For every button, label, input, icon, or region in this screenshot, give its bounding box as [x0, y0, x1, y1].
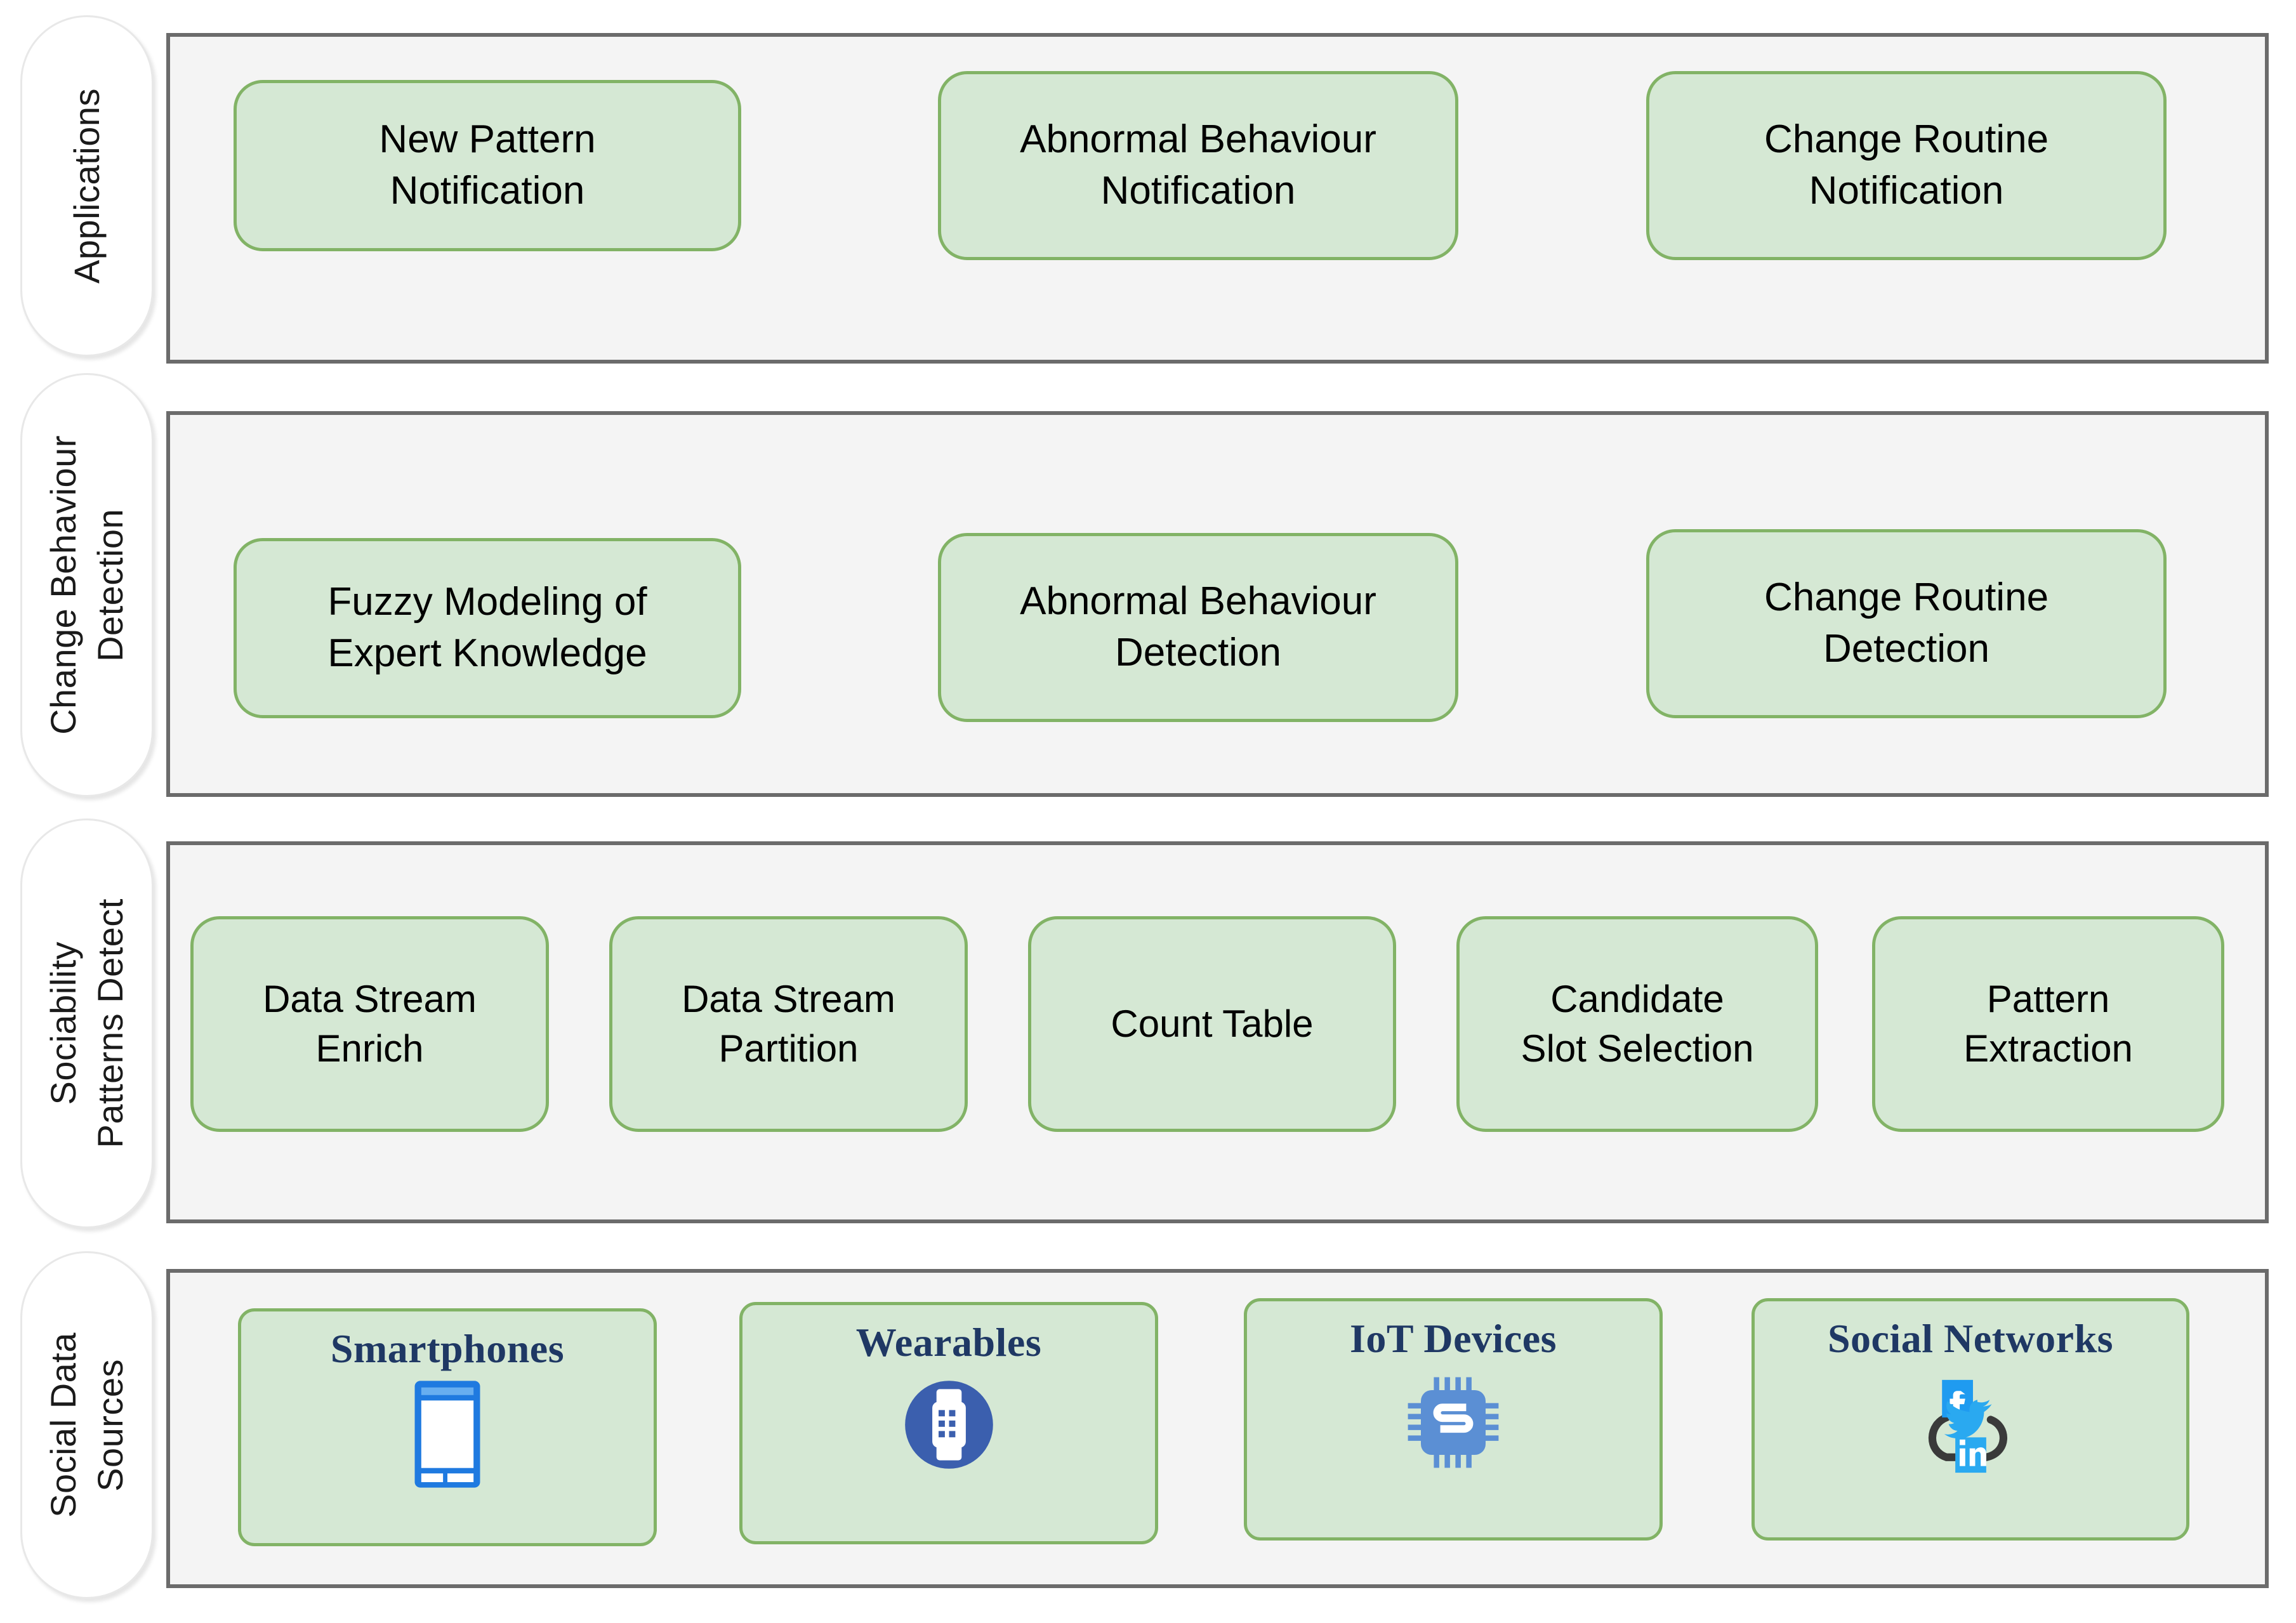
node-abnormal-behaviour-notification-label: Abnormal Behaviour Notification	[1020, 117, 1376, 213]
source-card-social-networks-title: Social Networks	[1827, 1316, 2114, 1361]
node-change-routine-detection[interactable]: Change Routine Detection	[1646, 529, 2167, 718]
node-abnormal-behaviour-notification[interactable]: Abnormal Behaviour Notification	[938, 71, 1458, 260]
layer-label-social-data-sources: Social Data Sources	[20, 1251, 154, 1599]
linkedin-icon	[1955, 1437, 1986, 1473]
node-change-routine-detection-label: Change Routine Detection	[1764, 575, 2049, 671]
layer-label-applications-text: Applications	[67, 88, 107, 284]
source-card-wearables-title: Wearables	[855, 1320, 1042, 1365]
node-abnormal-behaviour-detection-label: Abnormal Behaviour Detection	[1020, 579, 1376, 674]
node-count-table[interactable]: Count Table	[1028, 916, 1396, 1132]
node-count-table-label: Count Table	[1111, 1002, 1314, 1045]
twitter-icon	[1944, 1400, 1992, 1439]
layer-label-applications: Applications	[20, 15, 154, 357]
node-data-stream-partition[interactable]: Data Stream Partition	[609, 916, 968, 1132]
source-card-smartphones-title: Smartphones	[330, 1326, 565, 1371]
node-candidate-slot-selection[interactable]: Candidate Slot Selection	[1456, 916, 1818, 1132]
node-change-routine-notification[interactable]: Change Routine Notification	[1646, 71, 2167, 260]
source-card-smartphones[interactable]: Smartphones	[238, 1308, 657, 1546]
layer-label-social-data-sources-text: Social Data Sources	[43, 1332, 130, 1518]
node-data-stream-enrich-label: Data Stream Enrich	[263, 978, 477, 1070]
node-change-routine-notification-label: Change Routine Notification	[1764, 117, 2049, 213]
node-new-pattern-notification-label: New Pattern Notification	[379, 117, 596, 213]
node-fuzzy-modeling-of-expert-knowledge[interactable]: Fuzzy Modeling of Expert Knowledge	[234, 538, 741, 718]
node-pattern-extraction[interactable]: Pattern Extraction	[1872, 916, 2224, 1132]
node-data-stream-enrich[interactable]: Data Stream Enrich	[190, 916, 549, 1132]
node-new-pattern-notification[interactable]: New Pattern Notification	[234, 80, 741, 251]
node-abnormal-behaviour-detection[interactable]: Abnormal Behaviour Detection	[938, 533, 1458, 722]
layer-label-sociability-patterns-detect-text: Sociability Patterns Detect	[43, 898, 130, 1148]
smartphone-icon	[412, 1379, 482, 1490]
source-card-iot-devices[interactable]: IoT Devices	[1244, 1298, 1663, 1541]
source-card-social-networks[interactable]: Social Networks	[1752, 1298, 2189, 1541]
layer-label-sociability-patterns-detect: Sociability Patterns Detect	[20, 818, 154, 1228]
node-pattern-extraction-label: Pattern Extraction	[1963, 978, 2133, 1070]
node-fuzzy-modeling-of-expert-knowledge-label: Fuzzy Modeling of Expert Knowledge	[327, 580, 647, 675]
cpu-chip-icon	[1399, 1369, 1507, 1476]
node-data-stream-partition-label: Data Stream Partition	[682, 978, 895, 1070]
social-network-icon	[1909, 1369, 2033, 1480]
layer-label-change-behaviour-detection: Change Behaviour Detection	[20, 373, 154, 797]
node-candidate-slot-selection-label: Candidate Slot Selection	[1521, 978, 1754, 1070]
smartwatch-icon	[897, 1372, 1001, 1477]
layer-label-change-behaviour-detection-text: Change Behaviour Detection	[43, 435, 130, 735]
source-card-wearables[interactable]: Wearables	[739, 1302, 1158, 1544]
source-card-iot-devices-title: IoT Devices	[1349, 1316, 1557, 1361]
